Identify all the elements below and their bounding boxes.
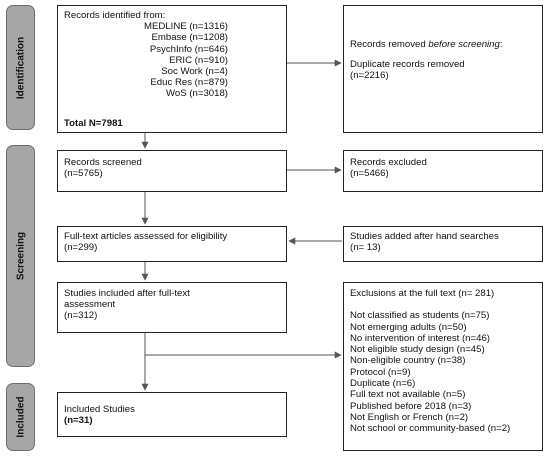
source-educres: Educ Res (n=879) bbox=[150, 77, 228, 89]
exclusion-item: Not English or French (n=2) bbox=[350, 411, 469, 423]
exclusions-box: Exclusions at the full text (n= 281) Not… bbox=[343, 282, 543, 451]
exclusion-item: Not emerging adults (n=50) bbox=[350, 321, 467, 333]
fulltext-count: (n=299) bbox=[64, 242, 98, 254]
included-studies-label: Included Studies bbox=[64, 404, 135, 415]
hand-search-box: Studies added after hand searches (n= 13… bbox=[343, 226, 543, 262]
records-identified-title: Records identified from: bbox=[64, 10, 166, 21]
hand-search-label: Studies added after hand searches bbox=[350, 231, 499, 242]
source-wos: WoS (n=3018) bbox=[166, 88, 228, 100]
studies-included-count: (n=312) bbox=[64, 310, 98, 322]
phase-included: Included bbox=[6, 383, 35, 451]
exclusion-list: Not classified as students (n=75) Not em… bbox=[350, 310, 536, 434]
source-list: MEDLINE (n=1316) Embase (n=1208) PsychIn… bbox=[64, 21, 228, 99]
records-removed-box: Records removed before screening: Duplic… bbox=[343, 5, 543, 133]
source-socwork: Soc Work (n=4) bbox=[161, 66, 228, 78]
exclusion-item: Published before 2018 (n=3) bbox=[350, 400, 472, 412]
records-excluded-box: Records excluded (n=5466) bbox=[343, 150, 543, 192]
exclusion-item: Full text not available (n=5) bbox=[350, 389, 466, 401]
exclusions-title: Exclusions at the full text (n= 281) bbox=[350, 288, 495, 299]
exclusion-item: Not classified as students (n=75) bbox=[350, 310, 490, 322]
duplicates-count: (n=2216) bbox=[350, 70, 389, 82]
records-screened-box: Records screened (n=5765) bbox=[57, 150, 287, 192]
exclusion-item: Duplicate (n=6) bbox=[350, 377, 416, 389]
phase-identification: Identification bbox=[6, 5, 35, 130]
records-identified-box: Records identified from: MEDLINE (n=1316… bbox=[57, 5, 287, 133]
exclusion-item: No intervention of interest (n=46) bbox=[350, 332, 490, 344]
fulltext-assessed-box: Full-text articles assessed for eligibil… bbox=[57, 226, 287, 262]
records-removed-title: Records removed before screening: bbox=[350, 39, 503, 50]
exclusion-item: Not school or community-based (n=2) bbox=[350, 423, 511, 435]
excluded-count: (n=5466) bbox=[350, 168, 389, 180]
exclusion-item: Protocol (n=9) bbox=[350, 366, 411, 378]
studies-included-box: Studies included after full-text assessm… bbox=[57, 282, 287, 333]
source-psychinfo: PsychInfo (n=646) bbox=[149, 43, 228, 55]
hand-search-count: (n= 13) bbox=[350, 242, 381, 254]
source-eric: ERIC (n=910) bbox=[169, 54, 228, 66]
exclusion-item: Non-eligible country (n=38) bbox=[350, 355, 466, 367]
included-studies-box: Included Studies (n=31) bbox=[57, 392, 287, 437]
screened-count: (n=5765) bbox=[64, 168, 103, 180]
exclusion-item: Not eligible study design (n=45) bbox=[350, 344, 485, 356]
phase-screening: Screening bbox=[6, 145, 35, 367]
fulltext-label: Full-text articles assessed for eligibil… bbox=[64, 231, 228, 242]
duplicates-label: Duplicate records removed bbox=[350, 59, 465, 71]
records-total: Total N=7981 bbox=[64, 117, 123, 129]
source-medline: MEDLINE (n=1316) bbox=[144, 21, 228, 33]
screened-label: Records screened bbox=[64, 157, 142, 168]
excluded-label: Records excluded bbox=[350, 157, 427, 168]
included-studies-count: (n=31) bbox=[64, 415, 93, 427]
source-embase: Embase (n=1208) bbox=[151, 32, 228, 44]
studies-included-label-2: assessment bbox=[64, 299, 116, 311]
studies-included-label-1: Studies included after full-text bbox=[64, 288, 190, 299]
